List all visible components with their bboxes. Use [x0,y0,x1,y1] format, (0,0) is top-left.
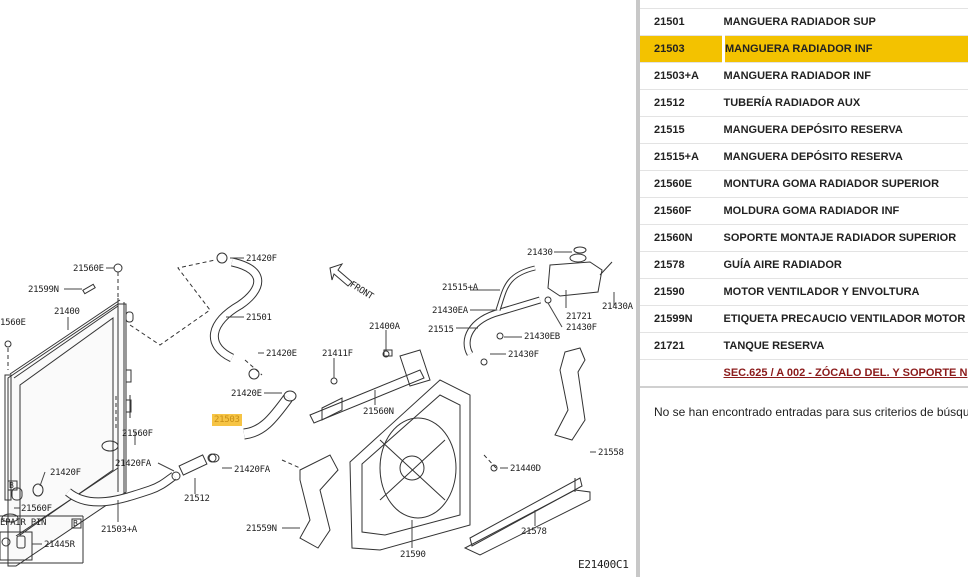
part-number[interactable]: 21560F [654,205,692,217]
callout-21430[interactable]: 21430 [527,248,553,258]
callout-21559N[interactable]: 21559N [246,524,277,534]
part-number[interactable]: 21578 [654,259,685,271]
parts-diagram: 21560E 21599N 21400 1560E 21420F 21501 2… [0,246,634,571]
repair-box-marker: B [73,519,78,528]
callout-21560N[interactable]: 21560N [363,407,394,417]
callout-21420F-bottom[interactable]: 21420F [50,468,81,478]
part-number[interactable]: 21515+A [654,151,699,163]
section-link-row: SEC.625 / A 002 - ZÓCALO DEL. Y SOPORTE … [640,359,968,387]
callout-21430EB[interactable]: 21430EB [524,332,560,342]
callout-21512[interactable]: 21512 [184,494,210,504]
parts-row[interactable]: 21590 MOTOR VENTILADOR Y ENVOLTURA [640,278,968,306]
callout-21430F-b[interactable]: 21430F [508,350,539,360]
callout-21400A[interactable]: 21400A [369,322,400,332]
part-number[interactable]: 21512 [654,97,685,109]
callout-21400[interactable]: 21400 [54,307,80,317]
callout-21578[interactable]: 21578 [521,527,547,537]
part-description[interactable]: MOLDURA GOMA RADIADOR INF [723,205,900,217]
part-description[interactable]: MANGUERA DEPÓSITO RESERVA [723,151,903,163]
pipe-21512 [171,453,217,481]
callout-21411F[interactable]: 21411F [322,349,353,359]
reservoir-tank-21721 [547,246,613,297]
part-number[interactable]: 21501 [654,16,685,28]
part-description[interactable]: GUÍA AIRE RADIADOR [723,259,842,271]
callout-21560F-bottom[interactable]: 21560F [21,504,52,514]
part-description[interactable]: MANGUERA DEPÓSITO RESERVA [723,124,903,136]
part-description[interactable]: ETIQUETA PRECAUCIO VENTILADOR MOTOR [723,313,966,325]
callout-21445R[interactable]: 21445R [44,540,75,550]
callout-21420E-a[interactable]: 21420E [266,349,297,359]
air-guide-21558 [554,347,586,441]
part-description[interactable]: MANGUERA RADIADOR INF [723,70,871,82]
part-description[interactable]: MONTURA GOMA RADIADOR SUPERIOR [723,178,940,190]
no-results-message: No se han encontrado entradas para sus c… [654,404,968,419]
part-description[interactable]: MANGUERA RADIADOR SUP [723,16,876,28]
parts-row[interactable]: 21599N ETIQUETA PRECAUCIO VENTILADOR MOTO… [640,305,968,333]
part-number[interactable]: 21560E [654,178,692,190]
part-description[interactable]: MOTOR VENTILADOR Y ENVOLTURA [723,286,920,298]
parts-row[interactable]: 21515+A MANGUERA DEPÓSITO RESERVA [640,143,968,171]
callout-21503A[interactable]: 21503+A [101,525,137,535]
callout-21430EA[interactable]: 21430EA [432,306,468,316]
radiator-box-marker: B [9,481,14,490]
empty-cell [640,360,724,387]
callout-21515A[interactable]: 21515+A [442,283,478,293]
part-number[interactable]: 21503 [640,35,725,63]
callout-21599N[interactable]: 21599N [28,285,59,295]
diagram-code: E21400C1 [578,558,629,571]
part-description[interactable]: SOPORTE MONTAJE RADIADOR SUPERIOR [723,232,957,244]
parts-row[interactable]: 21578 GUÍA AIRE RADIADOR [640,251,968,279]
callout-21590[interactable]: 21590 [400,550,426,560]
parts-row[interactable]: 21503+A MANGUERA RADIADOR INF [640,62,968,90]
part-number[interactable]: 21515 [654,124,685,136]
seal-21559N [299,454,339,549]
parts-row[interactable]: 21721 TANQUE RESERVA [640,332,968,360]
parts-row[interactable]: 21560E MONTURA GOMA RADIADOR SUPERIOR [640,170,968,198]
part-number[interactable]: 21503+A [654,70,699,82]
callout-21560F-right[interactable]: 21560F [122,429,153,439]
front-arrow-icon [329,263,353,287]
callout-21420FA-b[interactable]: 21420FA [234,465,270,475]
callout-21721[interactable]: 21721 [566,312,592,322]
hose-21515 [463,296,542,356]
part-number[interactable]: 21721 [654,340,685,352]
part-number[interactable]: 21599N [654,313,693,325]
parts-row[interactable]: 21515 MANGUERA DEPÓSITO RESERVA [640,116,968,144]
exploded-view-drawing [0,246,615,567]
callout-21503-highlighted[interactable]: 21503 [212,414,242,426]
support-21560N [309,349,431,424]
repair-pin-box [0,480,84,564]
callout-21515[interactable]: 21515 [428,325,454,335]
parts-row[interactable]: 21512 TUBERÍA RADIADOR AUX [640,89,968,117]
fan-shroud-21590 [349,379,471,551]
callout-21430F-a[interactable]: 21430F [566,323,597,333]
callout-21440D[interactable]: 21440D [510,464,541,474]
callout-leaders [14,251,615,548]
part-description[interactable]: TANQUE RESERVA [723,340,825,352]
part-number[interactable]: 21560N [654,232,693,244]
parts-row[interactable]: 21501 MANGUERA RADIADOR SUP [640,8,968,36]
part-description[interactable]: MANGUERA RADIADOR INF [723,35,968,63]
callout-21501[interactable]: 21501 [246,313,272,323]
air-guide-21578 [463,477,591,556]
section-link[interactable]: SEC.625 / A 002 - ZÓCALO DEL. Y SOPORTE … [723,366,968,379]
callout-21560E-top[interactable]: 21560E [73,264,104,274]
repair-pin-label: EPAIR PIN [0,518,47,528]
parts-row[interactable]: 21560N SOPORTE MONTAJE RADIADOR SUPERIOR [640,224,968,252]
callout-21420FA-a[interactable]: 21420FA [115,459,151,469]
part-description[interactable]: TUBERÍA RADIADOR AUX [723,97,861,109]
callout-21430A[interactable]: 21430A [602,302,633,312]
part-number[interactable]: 21590 [654,286,685,298]
leader-lines [7,259,497,520]
callout-21420E-b[interactable]: 21420E [231,389,262,399]
callout-21558[interactable]: 21558 [598,448,624,458]
callout-21560E-left[interactable]: 1560E [0,318,26,328]
section-link-cell: SEC.625 / A 002 - ZÓCALO DEL. Y SOPORTE … [724,360,968,387]
panel-divider[interactable] [636,0,640,577]
parts-row[interactable]: 21560F MOLDURA GOMA RADIADOR INF [640,197,968,225]
callout-21420F-top[interactable]: 21420F [246,254,277,264]
